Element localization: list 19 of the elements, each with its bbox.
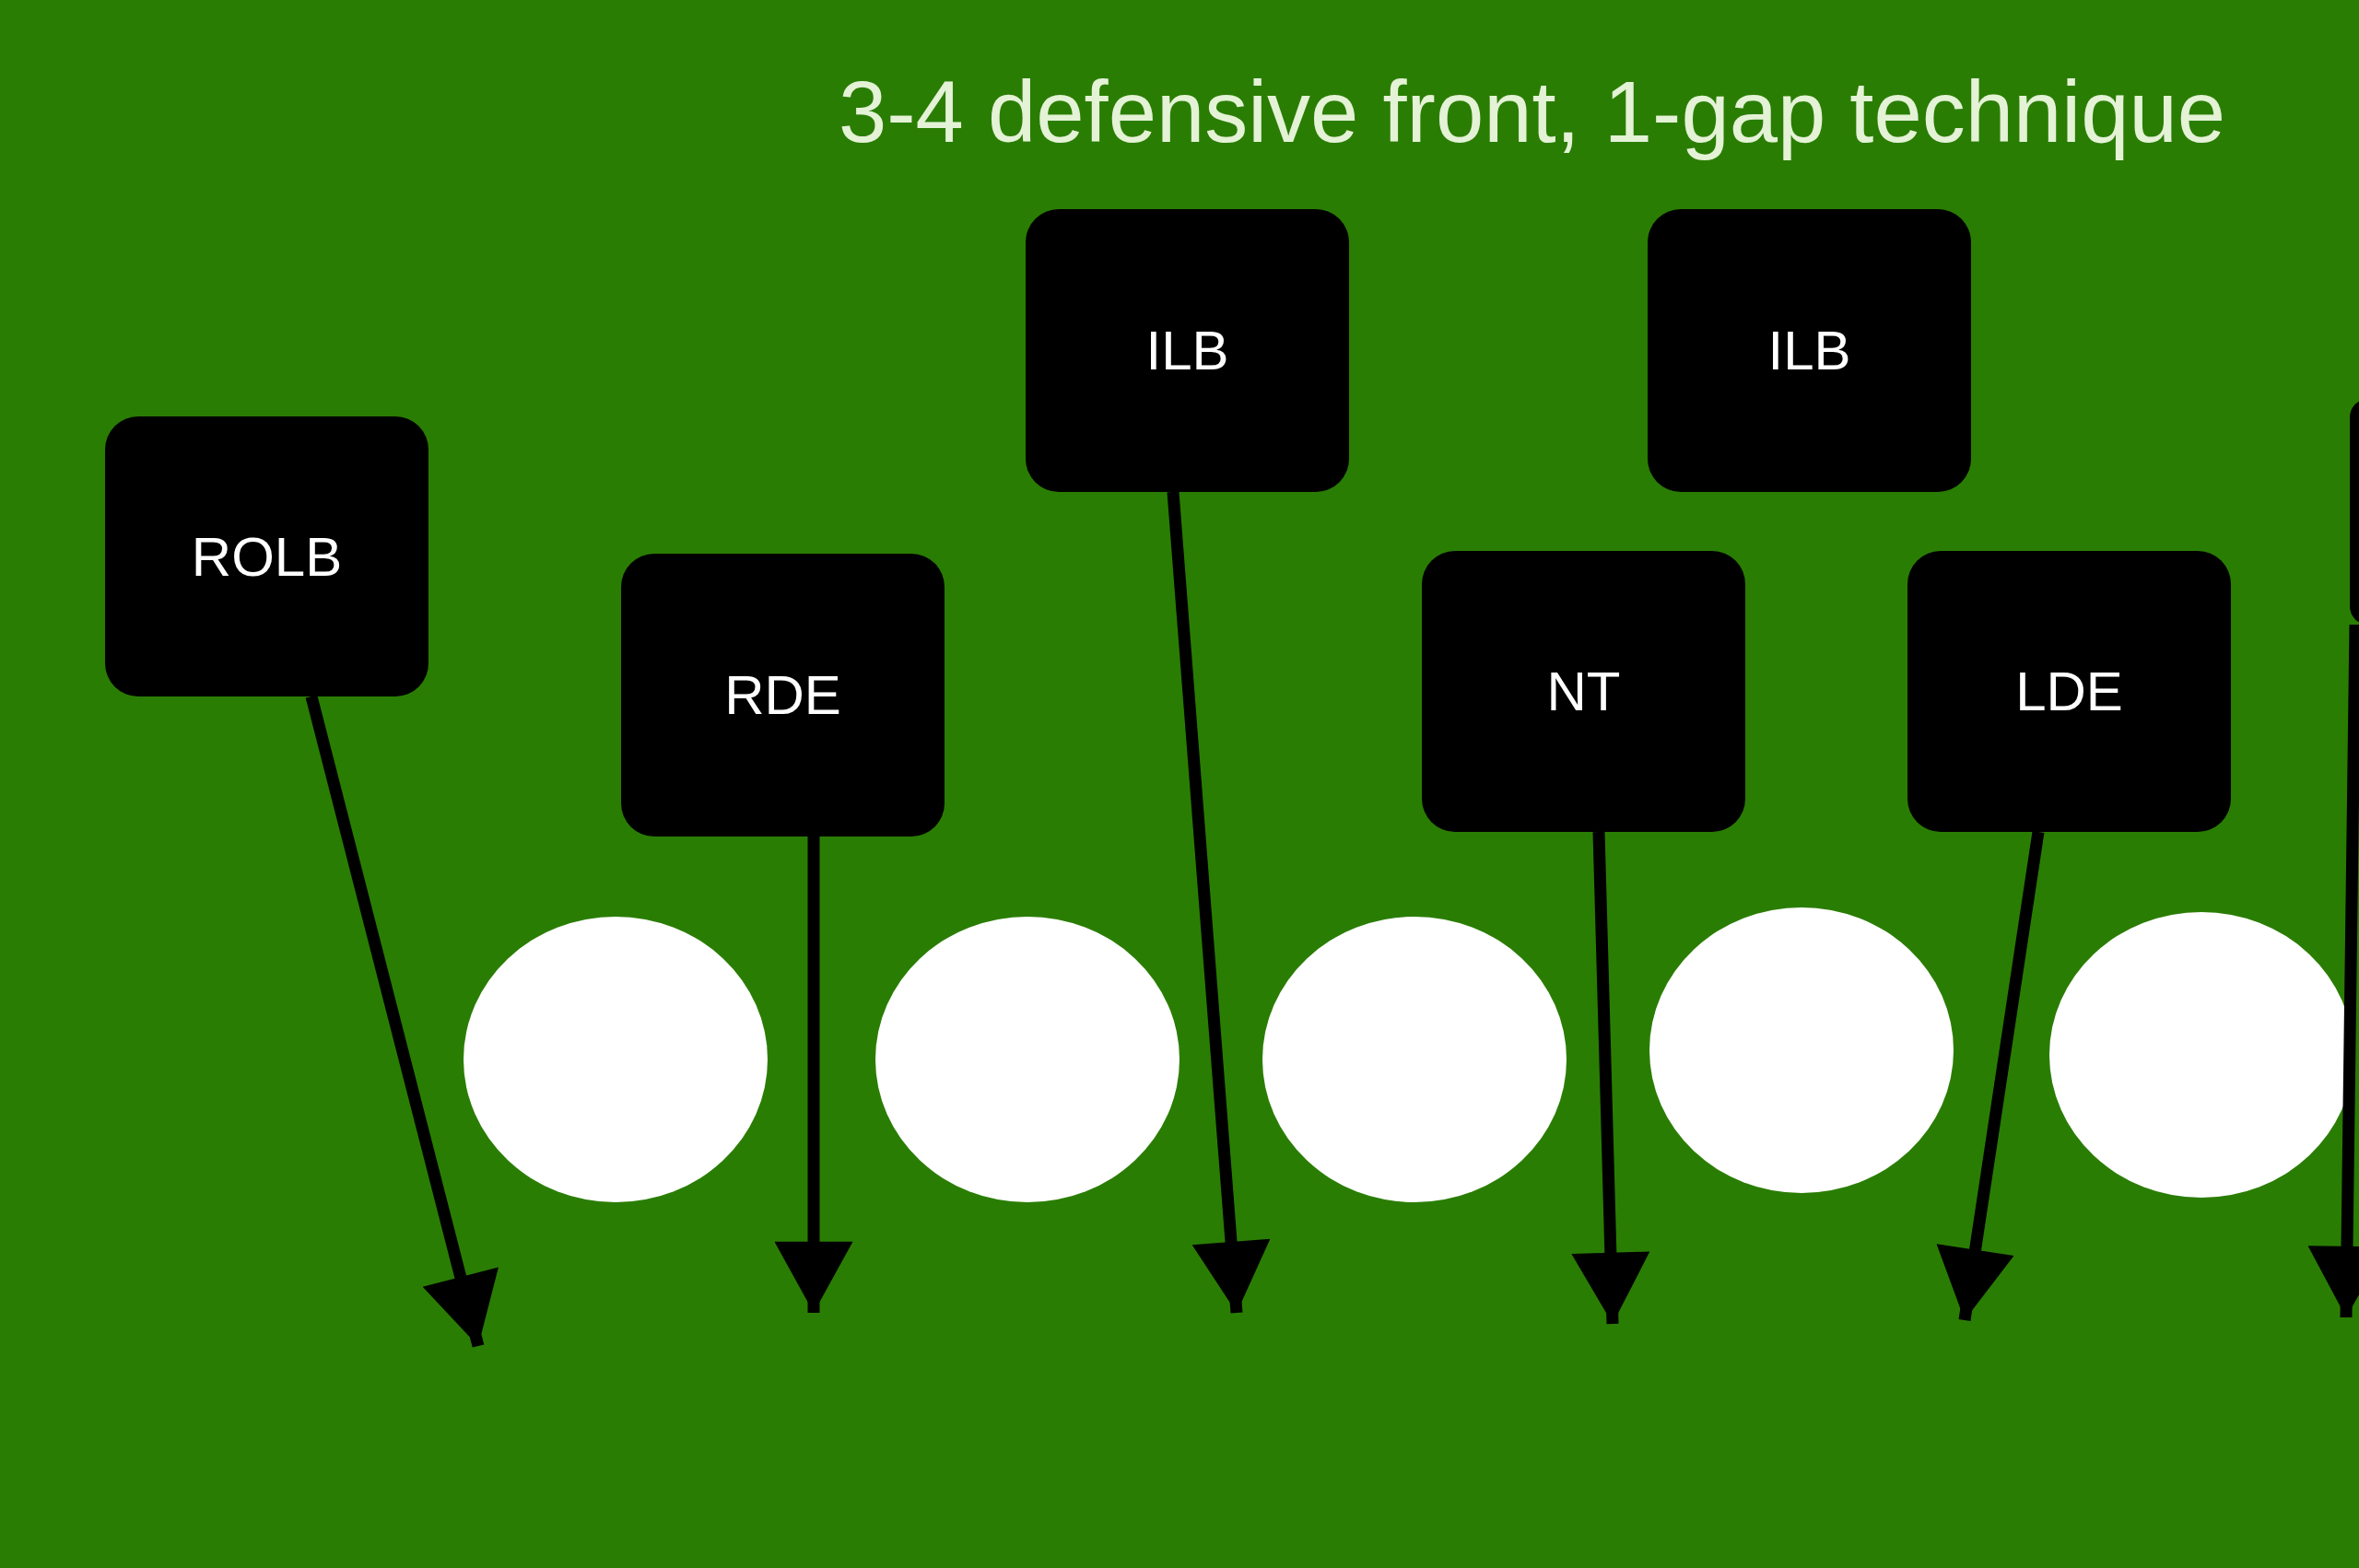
position-label: LDE: [2015, 660, 2123, 723]
player-box: [1026, 209, 1349, 492]
arrow: [1936, 831, 2045, 1321]
position-label: ILB: [1145, 319, 1229, 382]
diagram-title: 3-4 defensive front, 1-gap technique: [839, 63, 2225, 162]
position-label: ILB: [1767, 319, 1851, 382]
arrow: [305, 695, 499, 1348]
arrow: [2307, 624, 2359, 1318]
player-box: [1907, 551, 2231, 832]
player-box: [621, 554, 945, 837]
player-box: [1648, 209, 1971, 492]
position-label: RDE: [724, 663, 841, 727]
arrow: [1571, 831, 1650, 1325]
player-box: [105, 416, 428, 696]
player-box: [1422, 551, 1745, 832]
arrow: [774, 837, 853, 1313]
position-label: NT: [1546, 660, 1621, 723]
position-label: ROLB: [191, 524, 343, 589]
arrow: [1167, 491, 1271, 1314]
